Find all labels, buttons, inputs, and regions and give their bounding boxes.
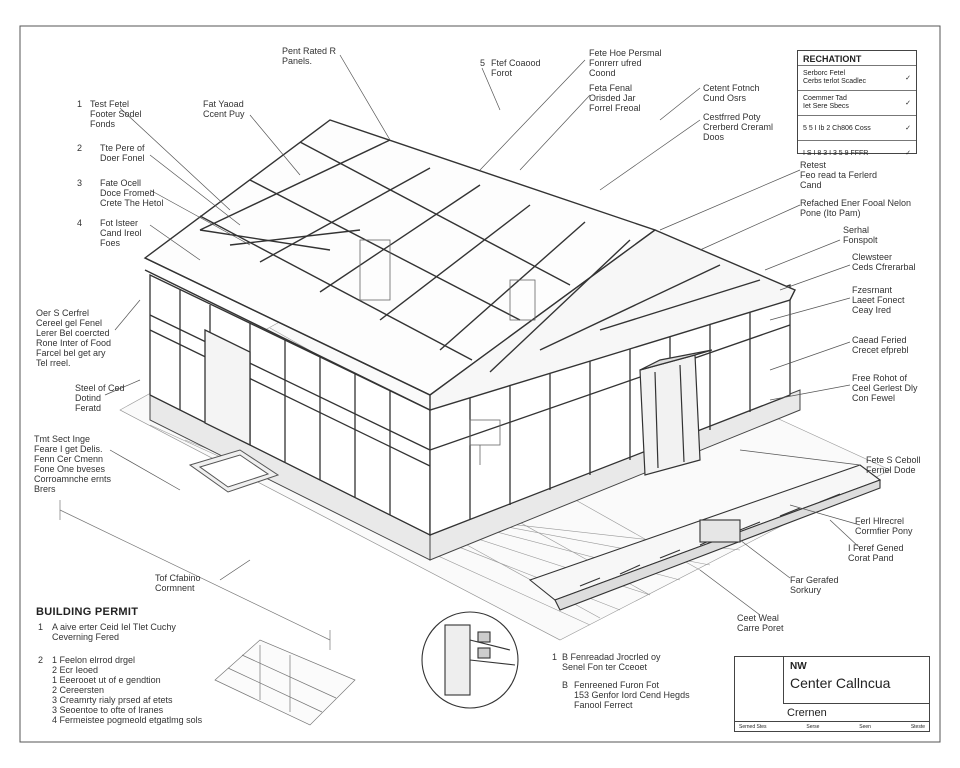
detail-inset-circle [421,611,519,709]
schedule-row-text: Coemmer Tad Iet Sere Sbecs [803,95,849,110]
callout-retest: Retest Feo read ta Ferlerd Cand [800,160,878,190]
permit-item-number: 1 [38,622,44,632]
schedule-row: Serborc Fetel Cerbs terlot Scadlec ✓ [798,65,916,90]
callout-fastener-set: Fzesrnant Laeet Fonect Ceay Ired [852,285,905,315]
callout-gutter: Fete S Ceboll Fernel Dode [866,455,921,475]
callout-robot: Free Rohot of Ceel Gerlest Dly Con Fewel [852,373,918,403]
title-block-footer: Serned Stes Serse Seen Steste [735,721,929,731]
check-icon: ✓ [905,100,911,107]
callout-cladding: Clewsteer Ceds Cfrerarbal [852,252,916,272]
callout-foundation: Tof Cfabino Cormnent [155,573,201,593]
callout-number: 3 [77,178,83,188]
footer-mid-1: Serse [806,723,820,730]
callout-ridge: Fat Yaoad Ccent Puy [203,99,245,119]
plan-sketch [214,639,356,726]
schedule-row: 5 5 I Ib 2 Ch806 Coss ✓ [798,115,916,140]
callout-wall-base: Ceet Weal Carre Poret [737,613,784,633]
permit-title: BUILDING PERMIT [36,606,139,618]
callout-grade: I Feref Gened Corat Pand [848,543,904,563]
callout-gravel: Far Gerafed Sorkury [790,575,839,595]
callout-steel-coat: Steel of Ced Dotind Feratd [75,383,125,413]
gable-roof [143,119,796,411]
note-number: B [562,680,569,690]
footer-right: Steste [910,723,925,730]
note-number: 1 [552,652,558,662]
ramp-component [528,464,882,611]
schedule-row-text: 5 5 I Ib 2 Ch806 Coss [803,124,871,132]
callout-door-panel: Tte Pere of Doer Fonel [100,143,145,163]
front-wall [149,273,431,537]
footer-mid-2: Seen [859,723,871,730]
schedule-row: Coemmer Tad Iet Sere Sbecs ✓ [798,90,916,115]
schedule-row-text: Serborc Fetel Cerbs terlot Scadlec [803,70,867,85]
callout-girt: Caead Feried Crecet efprebl [852,335,909,355]
permit-item-2: 1 Feelon elrrod drgel 2 Ecr Ieoed 1 Eeer… [52,655,203,725]
permit-item-number: 2 [38,655,44,665]
permit-item-1: A aive erter Ceid Iel Tlet Cuchy Ceverni… [52,622,176,642]
sheet-border [19,25,941,743]
callout-roof-panels: Pent Rated R Panels. [282,46,337,66]
callout-permit-panel: Fete Hoe Persmal Fonrerr ufred Coond [589,48,662,78]
callout-number: 4 [77,218,83,228]
callout-steel: Fot Isteer Cand Ireol Foes [100,218,142,248]
callout-frame: Fate Ocell Doce Fromed Crete The Hetol [100,178,164,208]
check-icon: ✓ [905,150,911,157]
title-block: NW Center Callncua Crernen Serned Stes S… [734,656,930,732]
title-block-new: NW [790,661,807,672]
title-block-name: Center Callncua [790,675,891,691]
note-line-1: B Fenreadad Jrocrled oy Senel Fon ter Cc… [562,652,661,672]
footer-left: Serned Stes [739,723,767,730]
callout-wall-panel: Oer S Cerfrel Cereel gel Fenel Lerer Bel… [36,308,112,368]
callout-number: 5 [480,58,486,68]
check-icon: ✓ [905,125,911,132]
title-block-sub: Crernen [787,707,827,719]
check-icon: ✓ [905,75,911,82]
note-line-2: Fenreened Furon Fot 153 Genfor Iord Cend… [574,680,690,710]
callout-ridge-cap: Ftef Coaood Forot [491,58,541,78]
floor-hatch [188,449,280,493]
callout-number: 2 [77,143,83,153]
callout-number: 1 [77,99,83,109]
callout-footer: Test Fetel Footer Sodel Fonds [90,99,142,129]
schedule-title: RECHATIONT [803,54,862,64]
schedule-row: I S I 8 3 I 3 5 9 FFFR ✓ [798,140,916,165]
callout-frame-detail: Feta Fenal Orisded Jar Forrel Freoal [589,83,641,113]
callout-seal: Serhal Fonspolt [843,225,878,245]
leader-lines [104,54,861,616]
callout-purlin: Cestfrred Poty Crerberd Creraml Doos [703,112,774,142]
entry-door [639,349,713,476]
callout-reflected: Refached Ener Fooal Nelon Pone (Ito Pam) [800,198,912,218]
callout-connector: Ferl Hlrecrel Cormfier Pony [855,516,913,536]
schedule-table: RECHATIONT Serborc Fetel Cerbs terlot Sc… [797,50,917,157]
interior-details [359,239,536,465]
title-block-main: NW Center Callncua [783,657,929,704]
schedule-row-text: I S I 8 3 I 3 5 9 FFFR [803,149,869,157]
callout-fastener: Cetent Fotnch Cund Osrs [703,83,760,103]
callout-section: Tmt Sect Inge Feare I get Delis. Fenn Ce… [34,434,112,494]
